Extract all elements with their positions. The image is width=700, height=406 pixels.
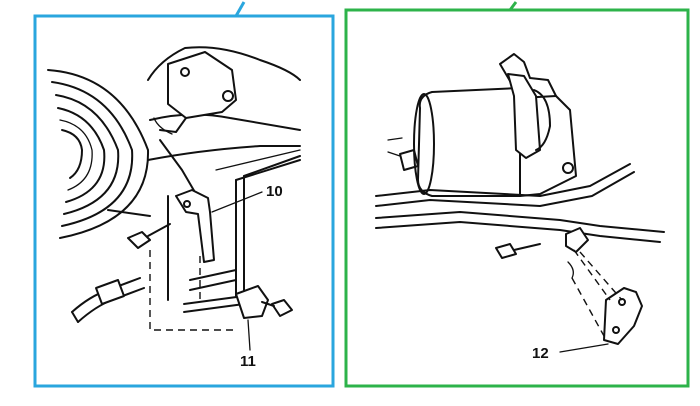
left-panel: 10 11 xyxy=(33,1,335,388)
left-panel-border xyxy=(33,14,335,388)
right-panel: 12 xyxy=(344,1,690,388)
callout-10: 10 xyxy=(266,183,283,200)
left-illustration xyxy=(47,46,301,351)
right-panel-border xyxy=(344,8,690,388)
callout-11: 11 xyxy=(240,353,256,370)
callout-12: 12 xyxy=(532,345,549,362)
left-panel-leader xyxy=(234,1,246,17)
right-illustration xyxy=(375,53,665,353)
right-panel-leader xyxy=(508,1,518,11)
